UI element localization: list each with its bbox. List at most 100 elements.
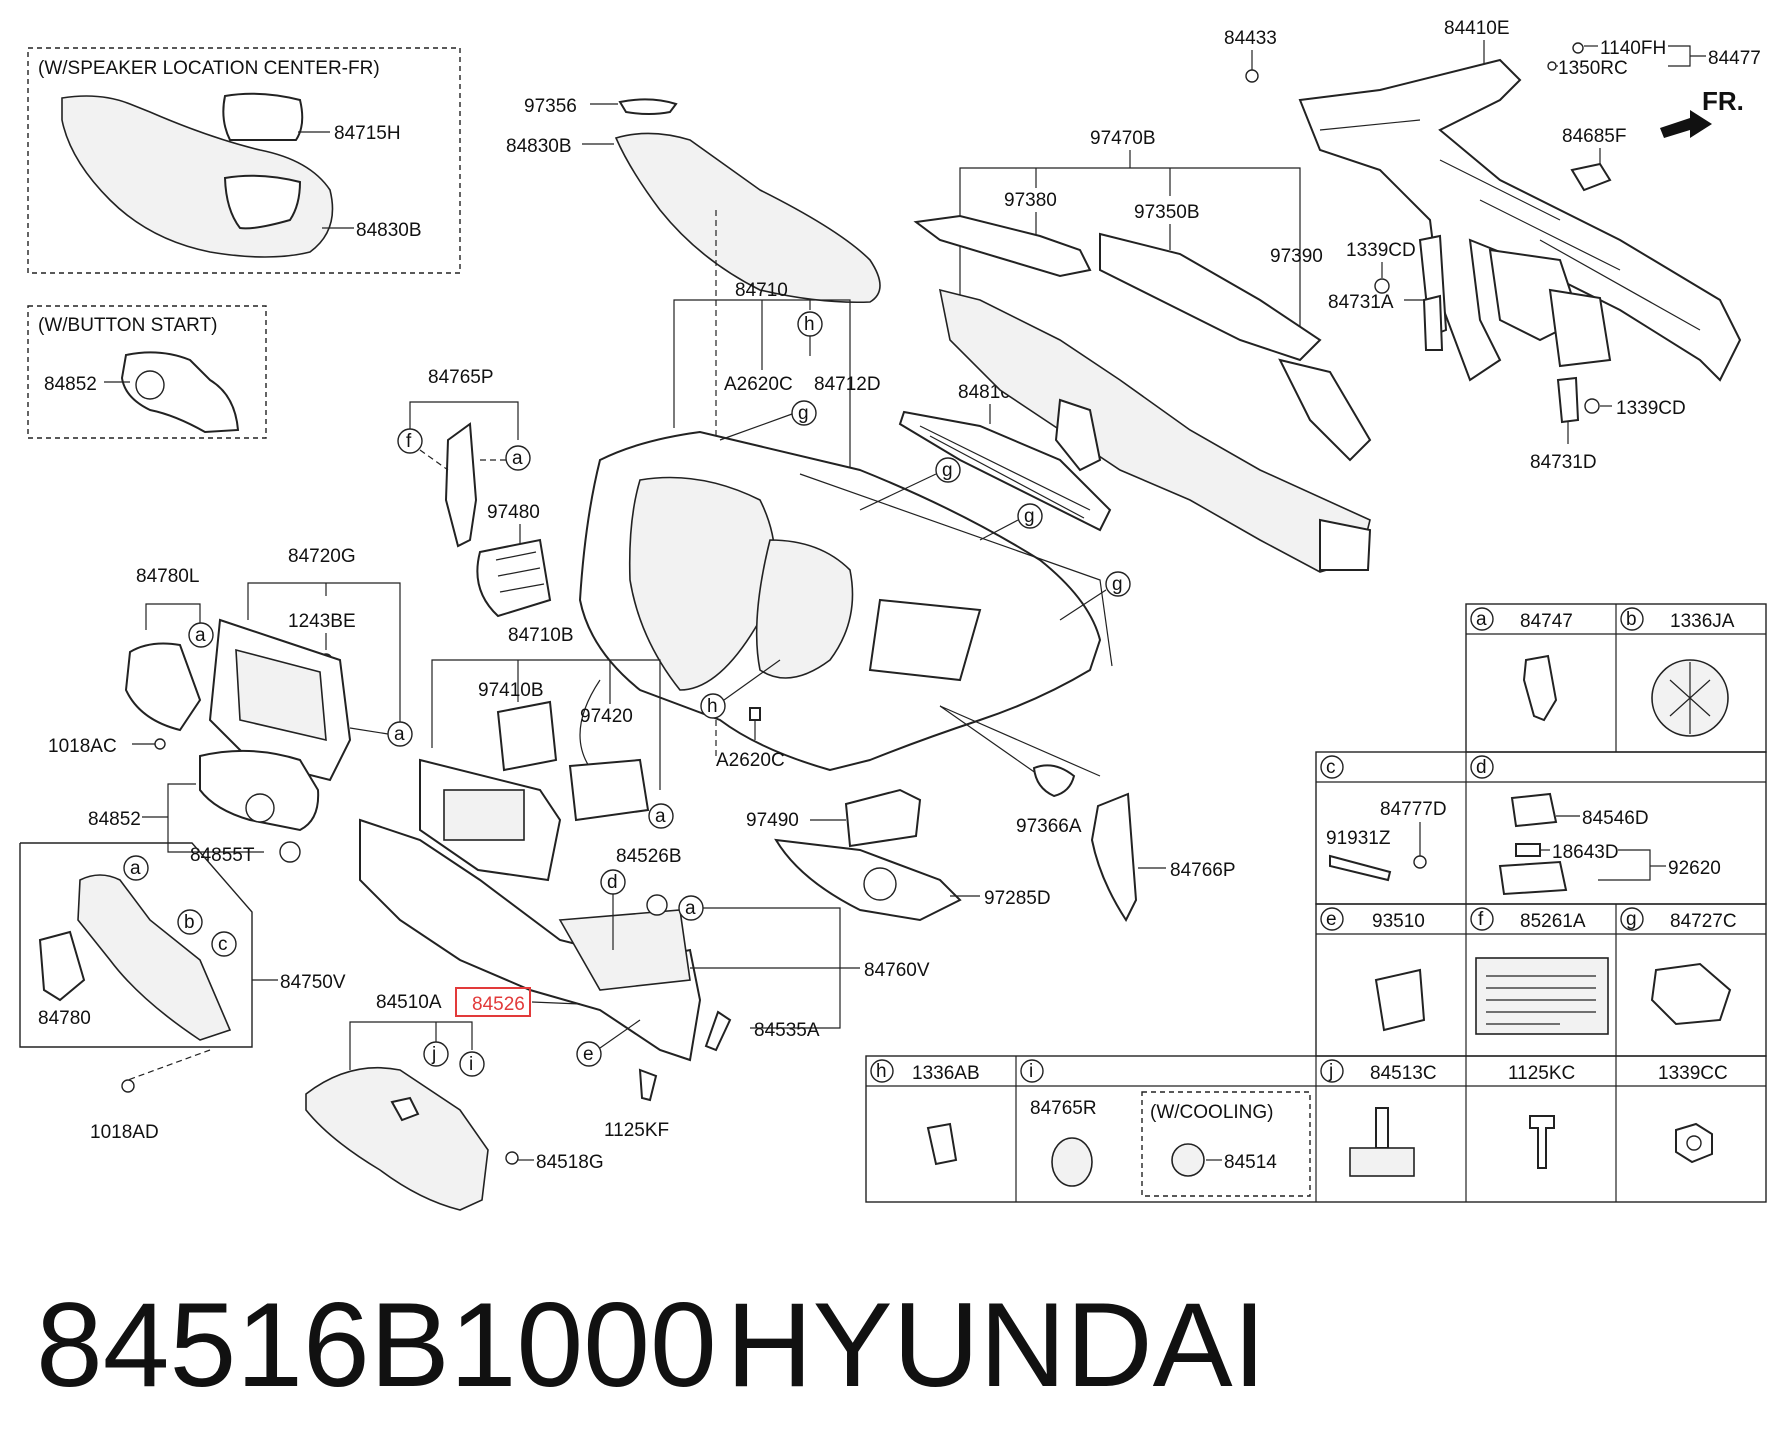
cowl-cross-bar-84410E: 84433 84410E <box>1224 18 1742 382</box>
part-label-highlighted: 84526 <box>472 994 525 1015</box>
part-label: 1339CD <box>1616 398 1686 419</box>
legend-part: 84546D <box>1582 808 1649 829</box>
callout-letter: a <box>655 806 666 827</box>
part-label: 1339CD <box>1346 240 1416 261</box>
legend-part: 1336AB <box>912 1063 980 1084</box>
part-label: 97420 <box>580 706 633 727</box>
button-start-variant-group: (W/BUTTON START) 84852 <box>27 305 267 439</box>
part-label: 97380 <box>1004 190 1057 211</box>
legend-letter: i <box>1029 1061 1033 1082</box>
callout-letter: j <box>431 1044 436 1065</box>
legend-part: 85261A <box>1520 911 1586 932</box>
part-label: 84710B <box>508 625 574 646</box>
part-label: 97356 <box>524 96 577 117</box>
side-vent-97366A: 97366A 84766P <box>939 705 1236 923</box>
legend-part: 1339CC <box>1658 1063 1728 1084</box>
part-label: 1018AD <box>90 1122 159 1143</box>
part-label: 84720G <box>288 546 356 567</box>
legend-letter: j <box>1328 1061 1333 1082</box>
part-label: 84510A <box>376 992 442 1013</box>
part-label: 1350RC <box>1558 58 1628 79</box>
legend-part: 18643D <box>1552 842 1619 863</box>
part-label: 84731A <box>1328 292 1394 313</box>
cooling-variant-note: (W/COOLING) <box>1150 1102 1274 1123</box>
legend-part: 84514 <box>1224 1152 1277 1173</box>
callout-letter: g <box>942 460 953 481</box>
side-cover-84765P: 84765P f a <box>397 367 531 548</box>
part-label: 97350B <box>1134 202 1200 223</box>
legend-letter: h <box>876 1061 887 1082</box>
speaker-variant-group: (W/SPEAKER LOCATION CENTER-FR) 84715H 84… <box>27 47 461 274</box>
callout-letter: a <box>512 448 523 469</box>
part-label: 1018AC <box>48 736 117 757</box>
part-label: 84710 <box>735 280 788 301</box>
glove-box-84510A: 84510A j i 84518G <box>305 992 604 1211</box>
part-label: 84526B <box>616 846 682 867</box>
steering-column-cover-84852: 84852 84855T <box>88 749 320 866</box>
callout-letter: a <box>195 625 206 646</box>
part-label: 84535A <box>754 1020 820 1041</box>
part-label: 84685F <box>1562 126 1626 147</box>
lower-crash-pad-84760V: d 84526B a 84760V 84535A e 1125KF <box>359 818 930 1141</box>
callout-letter: a <box>130 858 141 879</box>
part-label: 1125KF <box>604 1120 669 1141</box>
legend-letter: a <box>1476 609 1487 630</box>
cluster-fascia-84720G: 84780L 84720G 1243BE a a 1018AC <box>48 546 413 782</box>
callout-letter: e <box>583 1044 594 1065</box>
part-label: 84712D <box>814 374 881 395</box>
speaker-cover-assembly: 97356 84830B <box>506 96 881 760</box>
part-label: 84830B <box>506 136 572 157</box>
legend-part: 84747 <box>1520 611 1573 632</box>
legend-letter: f <box>1478 909 1484 930</box>
legend-part: 91931Z <box>1326 828 1391 849</box>
part-label: 97470B <box>1090 128 1156 149</box>
part-label: 84855T <box>190 845 255 866</box>
legend-part: 84777D <box>1380 799 1447 820</box>
part-label: 84433 <box>1224 28 1277 49</box>
part-label: 97490 <box>746 810 799 831</box>
legend-letter: e <box>1326 909 1337 930</box>
legend-part: 92620 <box>1668 858 1721 879</box>
legend-part: 84727C <box>1670 911 1737 932</box>
part-label: A2620C <box>724 374 793 395</box>
highlighted-part-84526: 84526 <box>455 987 581 1017</box>
part-label: 97366A <box>1016 816 1082 837</box>
legend-table: a 84747 b 1336JA c d 84777D 91931Z 84546… <box>865 603 1767 1203</box>
center-fascia-84710B: 84710B 97410B 97420 a <box>419 625 674 882</box>
button-start-note: (W/BUTTON START) <box>38 315 217 336</box>
part-label: 84750V <box>280 972 346 993</box>
callout-letter: c <box>218 934 228 955</box>
part-label: 84780L <box>136 566 199 587</box>
callout-letter: f <box>406 431 412 452</box>
center-vent-97480: 97480 <box>476 502 552 618</box>
speaker-variant-note: (W/SPEAKER LOCATION CENTER-FR) <box>38 58 380 79</box>
part-label: 84852 <box>44 374 97 395</box>
part-label: 1140FH <box>1600 38 1666 59</box>
part-label: 97410B <box>478 680 544 701</box>
legend-part: 1336JA <box>1670 611 1735 632</box>
part-label: 97480 <box>487 502 540 523</box>
part-label: 84765P <box>428 367 494 388</box>
part-label: 84715H <box>334 123 401 144</box>
bracket-hardware-right: 1140FH 1350RC 84477 FR. 84685F 1339CD 84… <box>1328 38 1761 473</box>
part-number-title: 84516B1000 <box>36 1278 717 1412</box>
callout-letter: g <box>798 403 809 424</box>
callout-letter: a <box>394 724 405 745</box>
crash-pad-assembly: 84710 A2620C h 84712D g g g g h A2620C <box>578 280 1131 781</box>
glove-box-vent-97490: 97490 97285D <box>746 788 1051 922</box>
part-label: 84518G <box>536 1152 604 1173</box>
callout-letter: h <box>707 696 718 717</box>
part-label: 84731D <box>1530 452 1597 473</box>
callout-letter: a <box>685 898 696 919</box>
lower-panel-84750V: a b c 84780 84750V 1018AD <box>19 842 346 1143</box>
callout-letter: g <box>1024 506 1035 527</box>
highlight-box <box>455 987 531 1017</box>
part-label: 1243BE <box>288 611 356 632</box>
part-label: 84477 <box>1708 48 1761 69</box>
legend-part: 84513C <box>1370 1063 1437 1084</box>
legend-letter: c <box>1326 757 1336 778</box>
part-label: 84760V <box>864 960 930 981</box>
legend-part: 1125KC <box>1508 1063 1575 1084</box>
legend-part: 93510 <box>1372 911 1425 932</box>
callout-letter: g <box>1112 574 1123 595</box>
